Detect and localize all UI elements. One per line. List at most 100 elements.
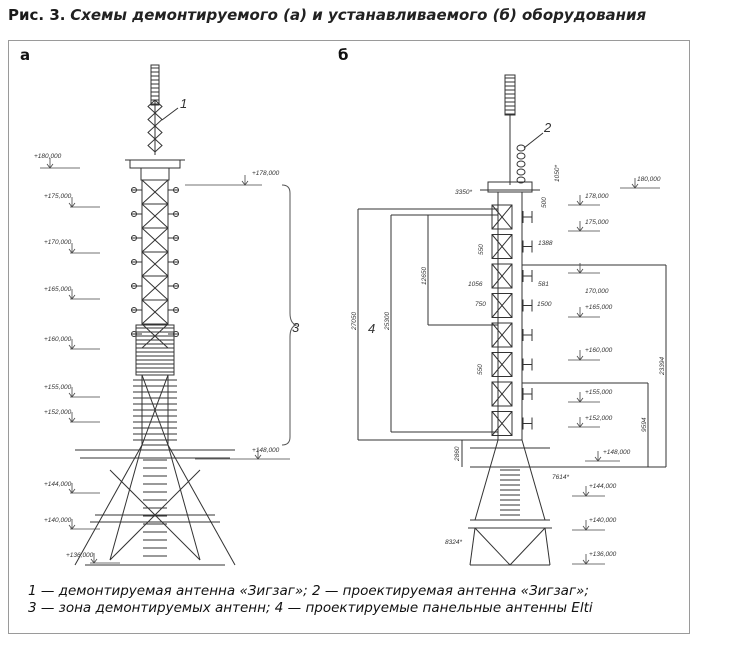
drawing-line <box>491 352 513 377</box>
panel-antenna <box>491 293 513 318</box>
callout-4: 4 <box>368 321 375 336</box>
dimension-label: 581 <box>538 281 549 288</box>
elevation-label: +175,000 <box>44 193 72 200</box>
panel-antenna <box>491 322 513 348</box>
dimension-label: 550 <box>478 244 485 255</box>
mast-section <box>497 191 523 441</box>
drawing-line <box>509 527 546 566</box>
drawing-line <box>141 275 169 301</box>
antenna-element <box>131 259 137 265</box>
dimension-labels-b: 27050 25300 12650 23394 9594 2860 3350* … <box>351 165 666 546</box>
callout-2: 2 <box>543 120 552 135</box>
elevation-label: 178,000 <box>585 193 609 200</box>
dimension-label: 27050 <box>351 312 358 331</box>
figure-number: Рис. 3. <box>8 6 66 24</box>
dimension-label: 12650 <box>421 267 428 285</box>
panel-antenna <box>491 352 513 377</box>
antenna-element <box>173 259 179 265</box>
elevation-label: +144,000 <box>44 481 72 488</box>
tower-a-drawing <box>74 64 236 566</box>
dimension-label: 7614* <box>552 474 569 481</box>
elevation-labels-a: +180,000 +175,000 +170,000 +165,000 +160… <box>34 153 280 559</box>
zigzag-antenna-element <box>516 176 526 184</box>
elevation-label: +136,000 <box>66 552 94 559</box>
antenna-element <box>131 283 137 289</box>
dimension-label: 8324* <box>445 539 462 546</box>
drawing-line <box>474 439 499 521</box>
panel-antenna <box>491 204 513 230</box>
antenna-element <box>173 211 179 217</box>
dimension-label: 500 <box>541 197 548 208</box>
drawing-line <box>141 227 169 253</box>
elevation-label: +160,000 <box>585 347 613 354</box>
elevation-marks-a <box>40 158 290 564</box>
elevation-label: +140,000 <box>44 517 72 524</box>
drawing-line <box>474 527 511 566</box>
drawing-line <box>491 204 513 230</box>
dimension-label: 23394 <box>659 357 666 376</box>
dimension-label: 25300 <box>384 312 391 331</box>
elevation-label: +170,000 <box>44 239 72 246</box>
platform-block <box>140 167 170 181</box>
zigzag-antenna-element <box>516 152 526 160</box>
elevation-label: +152,000 <box>44 409 72 416</box>
drawing-line <box>491 234 513 259</box>
elevation-label: 175,000 <box>585 219 609 226</box>
elevation-label: +178,000 <box>252 170 280 177</box>
drawing-line <box>521 439 546 521</box>
drawing-line <box>141 179 169 205</box>
antenna-element <box>131 307 137 313</box>
panel-antenna <box>491 234 513 259</box>
elevation-label: 170,000 <box>585 288 609 295</box>
tower-b-drawing <box>357 74 667 566</box>
drawing-line <box>141 374 169 446</box>
elevation-label: +160,000 <box>44 336 72 343</box>
platform <box>129 159 181 169</box>
drawing-line <box>141 251 169 277</box>
antenna-element <box>173 307 179 313</box>
drawing-line <box>167 444 201 561</box>
drawing-line <box>109 469 201 561</box>
zone-brace <box>281 184 298 446</box>
dimension-label: 750 <box>475 301 486 308</box>
panel-antenna <box>491 381 513 407</box>
drawing-line <box>469 527 476 566</box>
zigzag-antenna-element <box>516 168 526 176</box>
zigzag-antenna-element <box>516 144 526 152</box>
figure-legend: 1 — демонтируемая антенна «Зигзаг»; 2 — … <box>28 583 593 617</box>
elevation-label: +152,000 <box>585 415 613 422</box>
dimension-label: 1500 <box>537 301 552 308</box>
dimension-label: 3350* <box>455 189 472 196</box>
antenna-element <box>173 283 179 289</box>
figure-frame <box>8 40 690 634</box>
antenna-element <box>131 187 137 193</box>
elevation-label: +144,000 <box>589 483 617 490</box>
drawing-line <box>491 263 513 289</box>
elevation-label: +180,000 <box>34 153 62 160</box>
elevation-label: +148,000 <box>252 447 280 454</box>
panel-label-b: б <box>338 46 349 64</box>
dimension-label: 1056 <box>468 281 483 288</box>
elevation-marks-b <box>568 178 660 565</box>
elevation-label: +148,000 <box>603 449 631 456</box>
elevation-labels-b: 180,000 178,000 175,000 170,000 +165,000… <box>585 176 661 558</box>
antenna-element <box>173 235 179 241</box>
elevation-label: +165,000 <box>44 286 72 293</box>
figure-caption: Рис. 3. Схемы демонтируемого (а) и устан… <box>8 6 646 24</box>
drawing-line <box>491 322 513 348</box>
elevation-label: +165,000 <box>585 304 613 311</box>
drawing-line <box>74 444 143 566</box>
elevation-label: +155,000 <box>585 389 613 396</box>
figure-title: Схемы демонтируемого (а) и устанавливаем… <box>70 6 647 24</box>
elevation-label: +155,000 <box>44 384 72 391</box>
drawing-line <box>544 527 551 566</box>
legend-line-1: 1 — демонтируемая антенна «Зигзаг»; 2 — … <box>28 583 589 599</box>
panel-antenna <box>491 263 513 289</box>
panel-label-a: а <box>20 46 31 64</box>
elevation-label: +140,000 <box>589 517 617 524</box>
drawing-line <box>491 293 513 318</box>
antenna-element <box>131 211 137 217</box>
legend-line-2: 3 — зона демонтируемых антенн; 4 — проек… <box>28 600 593 616</box>
antenna-element <box>173 187 179 193</box>
